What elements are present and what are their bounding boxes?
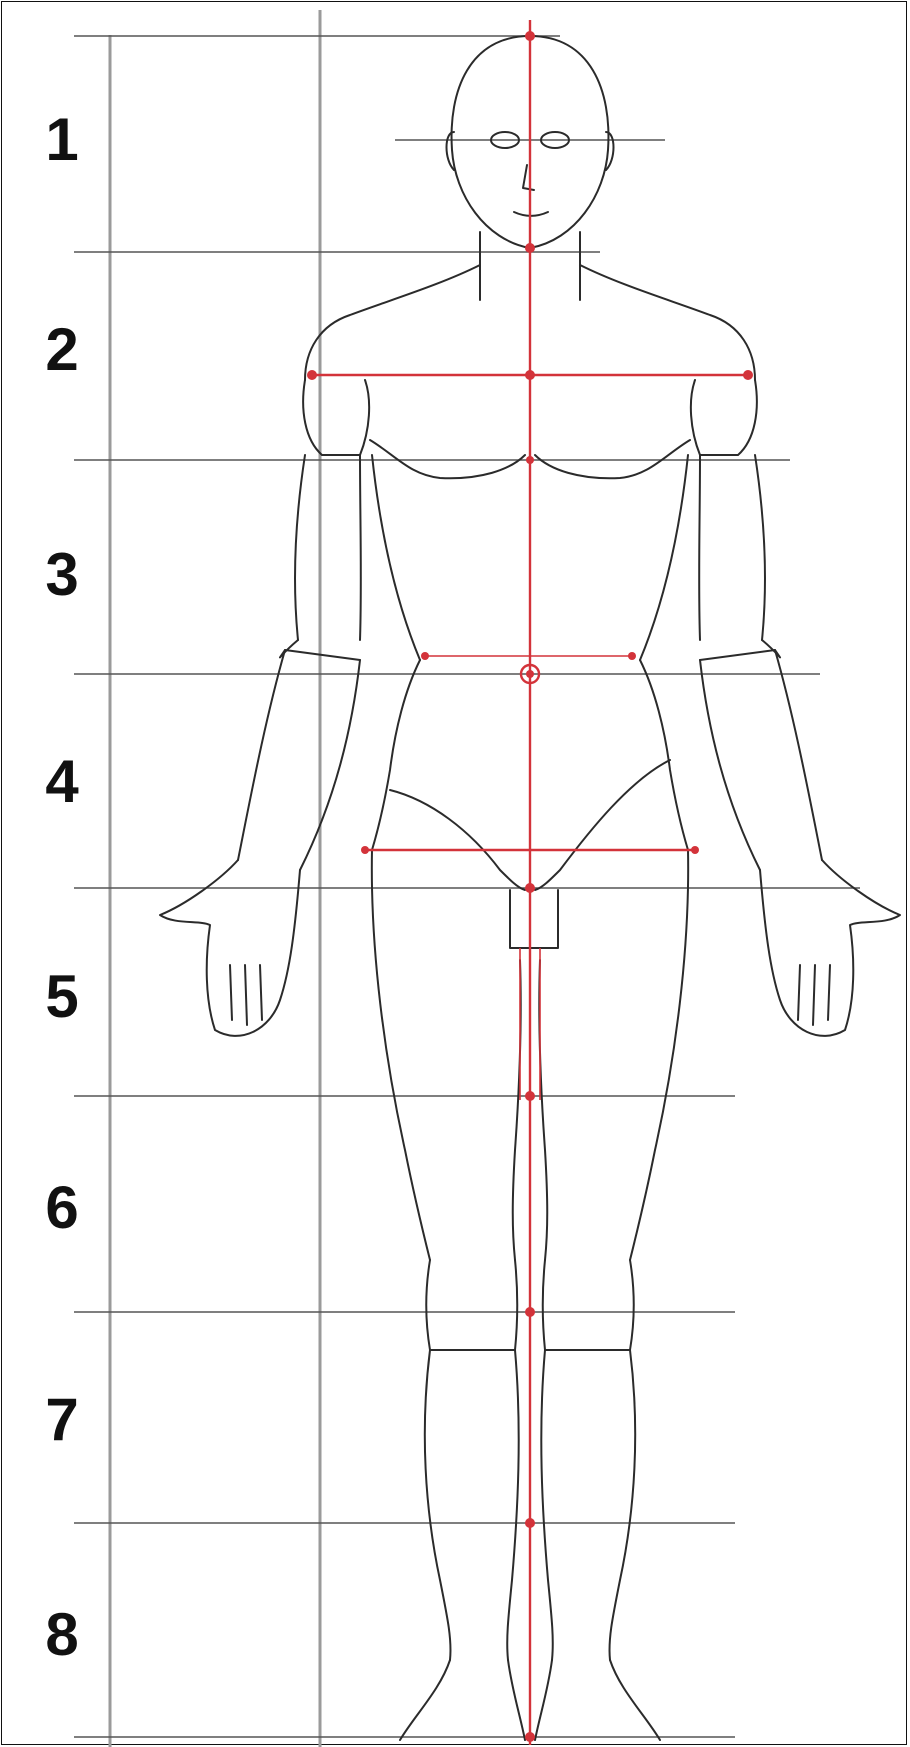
right-pec xyxy=(535,440,690,478)
right-upper-arm-outer xyxy=(755,455,765,640)
left-shoulder xyxy=(305,265,480,380)
head-unit-label-8: 8 xyxy=(27,1605,97,1665)
right-forearm-outer xyxy=(775,650,822,860)
head-unit-label-2: 2 xyxy=(27,320,97,380)
left-shin-outer xyxy=(425,1350,451,1660)
left-forearm-inner xyxy=(300,660,360,870)
dot-shoulder-center xyxy=(525,370,535,380)
dot-hip-right xyxy=(691,846,699,854)
right-shin-inner xyxy=(541,1350,552,1660)
left-upper-arm-outer xyxy=(295,455,305,640)
right-chest-side xyxy=(640,455,688,660)
right-waist xyxy=(640,660,688,850)
left-deltoid xyxy=(303,380,369,455)
left-waist xyxy=(372,660,420,850)
left-foot xyxy=(400,1660,525,1740)
dot-chest xyxy=(526,456,534,464)
head-unit-label-5: 5 xyxy=(27,967,97,1027)
left-knee xyxy=(426,1260,517,1350)
left-hand xyxy=(160,860,300,1036)
pelvis-right xyxy=(535,760,670,890)
vertical-guides xyxy=(110,10,320,1747)
right-upper-arm-inner xyxy=(699,455,700,640)
pelvis-left xyxy=(390,790,525,890)
proportion-marks xyxy=(312,20,748,1745)
dot-hip-left xyxy=(361,846,369,854)
right-forearm-inner xyxy=(700,660,760,870)
dot-right-shoulder xyxy=(743,370,753,380)
dot-chin xyxy=(525,243,535,253)
left-upper-arm-inner xyxy=(360,455,361,640)
right-fingers xyxy=(798,965,830,1025)
left-forearm-outer xyxy=(238,650,285,860)
head-unit-label-7: 7 xyxy=(27,1390,97,1450)
right-elbow xyxy=(700,640,780,660)
right-hand xyxy=(760,860,900,1036)
head-unit-label-6: 6 xyxy=(27,1178,97,1238)
dot-waist-left xyxy=(421,652,429,660)
head-unit-label-1: 1 xyxy=(27,110,97,170)
left-pec xyxy=(370,440,525,478)
dot-crown xyxy=(525,31,535,41)
dot-crotch xyxy=(525,883,535,893)
nose xyxy=(523,165,534,190)
dot-sole xyxy=(525,1732,535,1742)
dot-waist-right xyxy=(628,652,636,660)
left-fingers xyxy=(230,965,262,1025)
dot-left-shoulder xyxy=(307,370,317,380)
dot-mid-thigh xyxy=(525,1091,535,1101)
groin xyxy=(510,890,558,948)
dot-navel xyxy=(526,670,534,678)
left-chest-side xyxy=(372,455,420,660)
right-knee xyxy=(543,1260,634,1350)
left-shin-inner xyxy=(507,1350,518,1660)
right-foot xyxy=(535,1660,660,1740)
head-unit-label-3: 3 xyxy=(27,545,97,605)
right-shin-outer xyxy=(609,1350,635,1660)
dot-shin xyxy=(525,1518,535,1528)
left-thigh-outer xyxy=(372,850,430,1260)
right-shoulder xyxy=(580,265,755,380)
right-thigh-outer xyxy=(630,850,688,1260)
right-deltoid xyxy=(691,380,757,455)
horizontal-guides xyxy=(74,36,860,1737)
head-unit-label-4: 4 xyxy=(27,752,97,812)
dot-knee xyxy=(525,1307,535,1317)
